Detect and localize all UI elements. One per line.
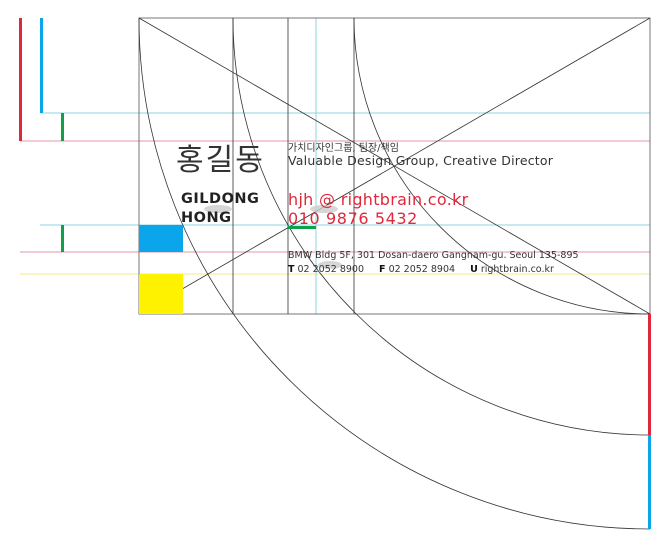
fax-label: F [379,264,386,275]
company-korean: 가치디자인그룹, 팀장/책임 [288,143,399,154]
arc-medium [232,17,651,436]
url-label: U [470,264,478,275]
blue-marker-bar-right [648,435,651,529]
blue-swatch [139,225,183,252]
green-marker-horizontal [288,226,316,229]
address-text: BMW Bldg 5F, 301 Dosan-daero Gangnam-gu.… [288,250,579,261]
tel-label: T [288,264,295,275]
green-marker-bar-mid [61,225,64,252]
english-last-name: HONG [181,210,232,226]
grey-highlight-2 [310,205,338,213]
role-english: Valuable Design Group, Creative Director [288,153,554,168]
arc-small [353,17,651,315]
url-value: rightbrain.co.kr [480,264,554,275]
tel-value: 02 2052 8900 [297,264,364,275]
yellow-swatch [139,274,183,314]
green-marker-bar-top [61,113,64,141]
red-marker-bar-right [648,314,651,435]
card-outline [138,17,651,315]
fax-value: 02 2052 8904 [388,264,456,275]
contact-line: T 02 2052 8900 F 02 2052 8904 U rightbra… [288,264,554,275]
arc-large [138,17,651,530]
diagonal-line-2 [138,17,651,315]
grey-highlight-3 [318,261,342,269]
blue-marker-bar-left [40,18,43,113]
phone-text: 010 9876 5432 [288,209,418,228]
grey-highlight-1 [204,205,232,213]
email-text: hjh @ rightbrain.co.kr [288,190,469,209]
red-marker-bar-left [19,18,22,141]
korean-name: 홍길동 [176,143,265,178]
english-first-name: GILDONG [181,191,260,207]
